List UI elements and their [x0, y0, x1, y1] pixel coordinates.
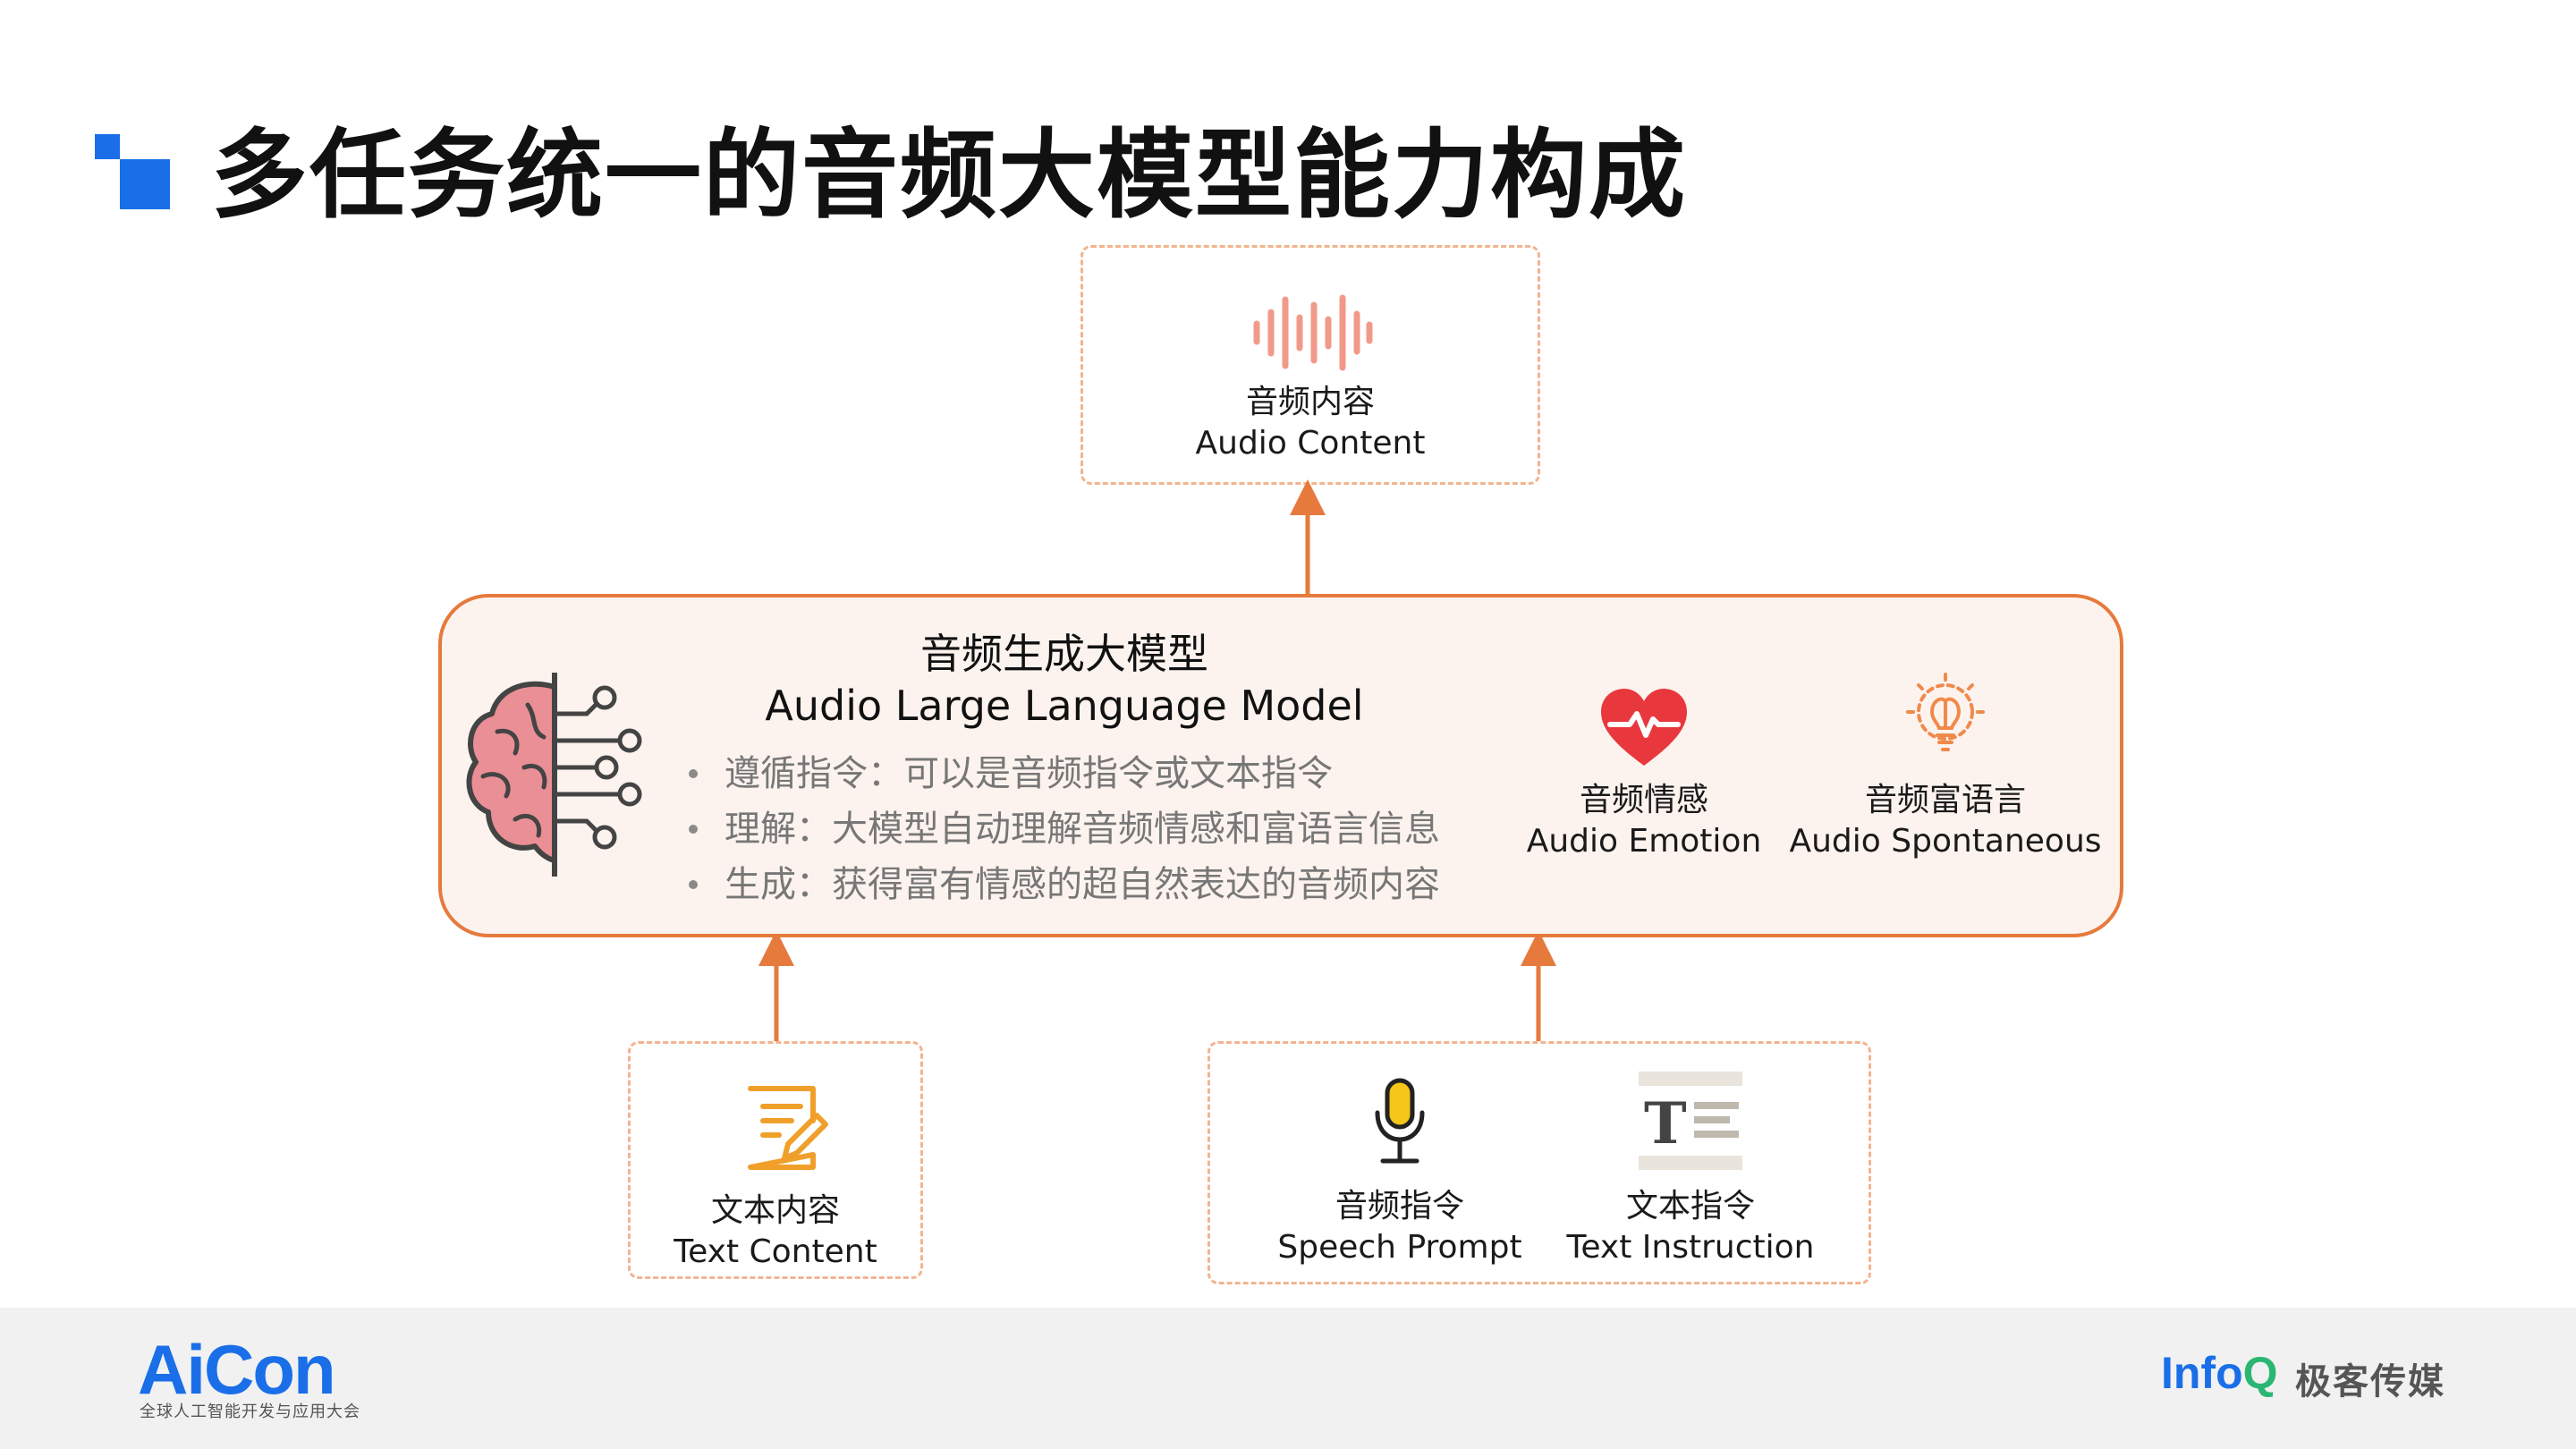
capability-spontaneous-zh: 音频富语言 — [1864, 782, 2026, 818]
model-title-en: Audio Large Language Model — [765, 682, 1364, 730]
brain-circuit-icon — [466, 673, 642, 877]
note-pencil-icon — [748, 1086, 828, 1170]
bullet-text-generate: 生成：获得富有情感的超自然表达的音频内容 — [724, 864, 1440, 905]
model-title-zh: 音频生成大模型 — [920, 630, 1208, 678]
list-item: 遵循指令：可以是音频指令或文本指令 — [689, 746, 1440, 801]
input-text-content-box: 文本内容 Text Content — [628, 1041, 923, 1279]
capability-spontaneous-en: Audio Spontaneous — [1789, 823, 2102, 860]
title-square-icon — [95, 134, 170, 209]
output-audio-content-box: 音频内容 Audio Content — [1080, 245, 1540, 485]
svg-text:T: T — [1644, 1090, 1687, 1157]
brain-bulb-icon — [1906, 673, 1985, 751]
bullet-text-follow: 遵循指令：可以是音频指令或文本指令 — [724, 753, 1333, 794]
aicon-subtitle: 全球人工智能开发与应用大会 — [140, 1402, 360, 1421]
bullet-dot — [689, 825, 698, 834]
output-label-en: Audio Content — [1195, 425, 1426, 462]
aicon-logo: AiCon — [138, 1330, 336, 1409]
bullet-dot — [689, 769, 698, 778]
heart-pulse-icon — [1601, 689, 1687, 766]
infoq-q: Q — [2242, 1348, 2278, 1398]
footer-bar — [0, 1308, 2576, 1449]
output-label-zh: 音频内容 — [1245, 384, 1375, 420]
microphone-icon — [1375, 1078, 1425, 1164]
bullet-text-understand: 理解：大模型自动理解音频情感和富语言信息 — [724, 809, 1440, 850]
capability-emotion-en: Audio Emotion — [1526, 823, 1762, 860]
bullet-dot — [689, 880, 698, 889]
input-prompts-box — [1208, 1041, 1871, 1284]
speech-prompt-label-zh: 音频指令 — [1335, 1188, 1464, 1224]
capability-emotion-zh: 音频情感 — [1579, 782, 1708, 818]
text-content-label-en: Text Content — [674, 1233, 877, 1270]
text-format-icon: T — [1639, 1072, 1742, 1170]
infoq-logo: InfoQ — [2161, 1347, 2278, 1399]
geek-media-logo: 极客传媒 — [2295, 1361, 2445, 1402]
list-item: 理解：大模型自动理解音频情感和富语言信息 — [689, 801, 1440, 857]
waveform-icon — [1253, 294, 1373, 371]
text-instruction-label-zh: 文本指令 — [1625, 1188, 1755, 1224]
audio-llm-box — [438, 594, 2123, 937]
text-instruction-label-en: Text Instruction — [1566, 1229, 1815, 1266]
page-title: 多任务统一的音频大模型能力构成 — [211, 120, 1688, 232]
list-item: 生成：获得富有情感的超自然表达的音频内容 — [689, 857, 1440, 912]
speech-prompt-label-en: Speech Prompt — [1277, 1229, 1522, 1266]
infoq-text: Info — [2161, 1348, 2243, 1398]
model-bullet-list: 遵循指令：可以是音频指令或文本指令 理解：大模型自动理解音频情感和富语言信息 生… — [689, 746, 1440, 912]
text-content-label-zh: 文本内容 — [710, 1192, 840, 1229]
